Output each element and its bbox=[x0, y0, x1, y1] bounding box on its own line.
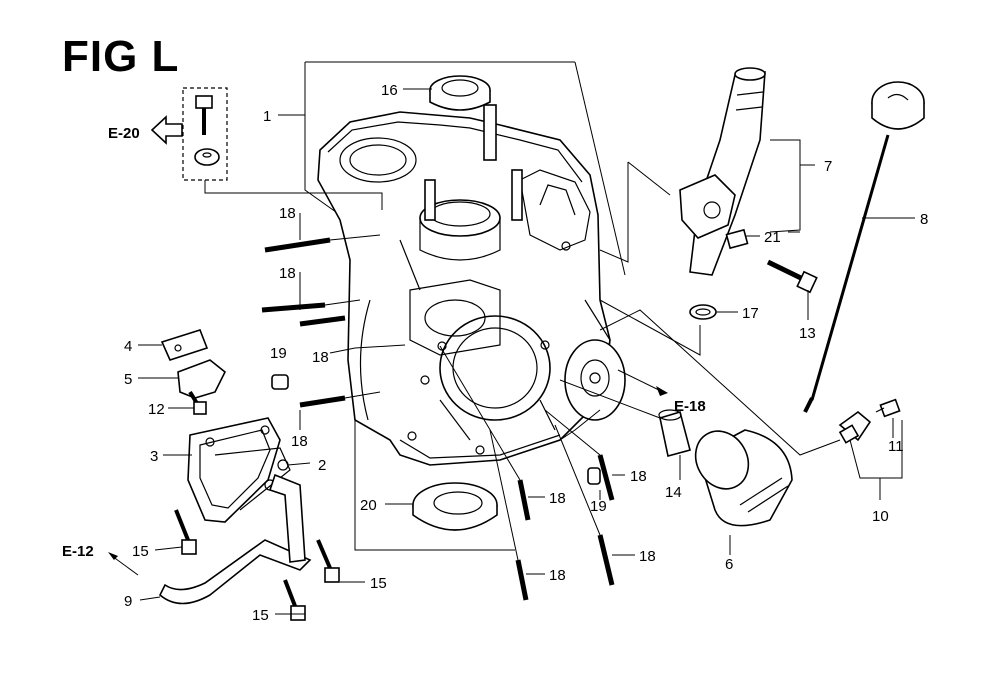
callout-8: 8 bbox=[920, 211, 928, 228]
callout-2: 2 bbox=[318, 457, 326, 474]
callout-3: 3 bbox=[150, 448, 158, 465]
bearing-20 bbox=[412, 482, 498, 531]
bolt-13 bbox=[766, 259, 818, 294]
bolt-15c bbox=[283, 579, 306, 621]
callout-18a: 18 bbox=[279, 205, 296, 222]
o-ring-17 bbox=[689, 304, 717, 320]
callout-7: 7 bbox=[824, 158, 832, 175]
callout-11: 11 bbox=[888, 438, 904, 455]
bolt-15a bbox=[174, 509, 197, 555]
e20-ref-label: E-20 bbox=[108, 125, 140, 142]
callout-12: 12 bbox=[148, 401, 165, 418]
callout-13: 13 bbox=[799, 325, 816, 342]
callout-6: 6 bbox=[725, 556, 733, 573]
breather-cover-3 bbox=[187, 417, 281, 523]
callout-18e: 18 bbox=[549, 490, 566, 507]
callout-4: 4 bbox=[124, 338, 132, 355]
filter-mount-boss bbox=[564, 339, 626, 421]
callout-17: 17 bbox=[742, 305, 759, 322]
e12-ref-label: E-12 bbox=[62, 543, 94, 560]
callout-labels: 1 2 3 4 5 6 7 8 9 10 11 12 13 14 15 15 1… bbox=[124, 82, 928, 624]
callout-21: 21 bbox=[764, 229, 781, 246]
callout-18g: 18 bbox=[630, 468, 647, 485]
callout-19b: 19 bbox=[590, 498, 607, 515]
callout-5: 5 bbox=[124, 371, 132, 388]
e18-ref-label: E-18 bbox=[674, 398, 706, 415]
gasket-5 bbox=[177, 359, 227, 399]
callout-19a: 19 bbox=[270, 345, 287, 362]
oil-seal-16 bbox=[429, 75, 491, 111]
filter-nipple-14 bbox=[658, 409, 691, 457]
screw-12 bbox=[188, 390, 207, 415]
e12-arrow-icon bbox=[108, 552, 139, 576]
drain-plug-10 bbox=[838, 410, 872, 444]
dipstick-8 bbox=[803, 81, 925, 413]
callout-18c: 18 bbox=[312, 349, 329, 366]
e18-arrow-icon bbox=[656, 386, 668, 396]
callout-15c: 15 bbox=[252, 607, 269, 624]
callout-20: 20 bbox=[360, 497, 377, 514]
callout-18h: 18 bbox=[639, 548, 656, 565]
callout-15b: 15 bbox=[370, 575, 387, 592]
callout-18b: 18 bbox=[279, 265, 296, 282]
oil-filter-6 bbox=[694, 429, 793, 527]
breather-hose-9 bbox=[159, 473, 312, 605]
e20-arrow-icon bbox=[150, 115, 183, 145]
figure-title: FIG L bbox=[62, 32, 180, 81]
callout-15a: 15 bbox=[132, 543, 149, 560]
leader-lines bbox=[138, 88, 915, 615]
oil-filler-tube-7 bbox=[679, 67, 766, 276]
studs-18 bbox=[261, 237, 615, 601]
bolt-15b bbox=[316, 539, 340, 583]
callout-9: 9 bbox=[124, 593, 132, 610]
collar-21 bbox=[725, 228, 749, 250]
dowel-pin-19a bbox=[271, 374, 289, 390]
callout-14: 14 bbox=[665, 484, 682, 501]
plate-4 bbox=[160, 329, 209, 361]
drain-plug-11 bbox=[875, 398, 901, 418]
dowel-pin-19b bbox=[587, 467, 601, 485]
callout-16: 16 bbox=[381, 82, 398, 99]
callout-1: 1 bbox=[263, 108, 271, 125]
callout-18d: 18 bbox=[291, 433, 308, 450]
crankcase-body bbox=[317, 104, 611, 466]
callout-10: 10 bbox=[872, 508, 889, 525]
callout-18f: 18 bbox=[549, 567, 566, 584]
e20-group bbox=[182, 87, 383, 210]
